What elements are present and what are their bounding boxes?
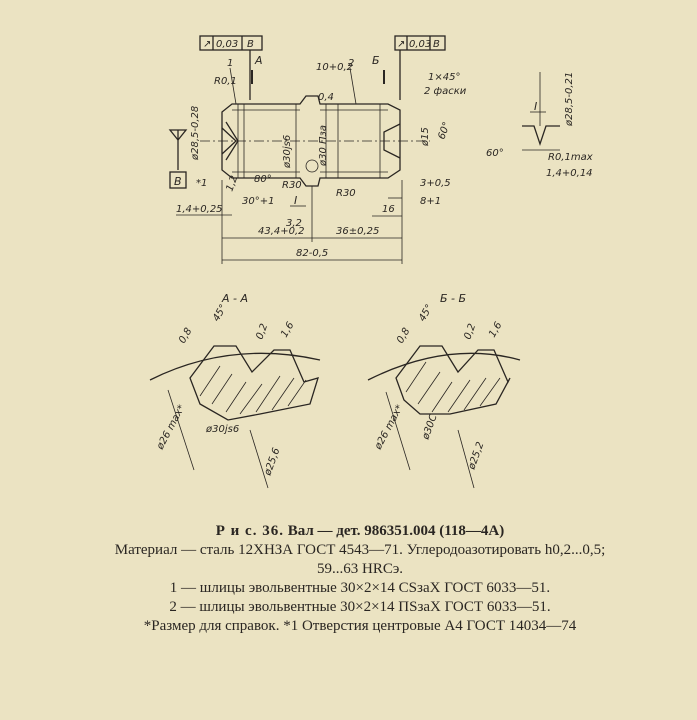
- section-aa: А - А 45° 0,8 0,2 1,6 ø26 max* ø30js6 ø2…: [149, 292, 321, 489]
- aa-d02: 0,2: [254, 322, 270, 341]
- bb-a45: 45°: [417, 303, 435, 324]
- aa-d08: 0,8: [177, 326, 194, 345]
- dim-8: 8+1: [420, 196, 441, 207]
- section-bb: Б - Б 45° 0,8 0,2 1,6 ø26 max* ø30C ø25,…: [367, 292, 521, 489]
- tol-value-2: 0,03: [409, 39, 431, 50]
- dim-1-4: 1,4+0,25: [176, 204, 223, 215]
- note-1: 1 — шлицы эвольвентные 30×2×14 CSзаX ГОС…: [169, 580, 551, 596]
- d30js6-label: ø30js6: [282, 135, 293, 169]
- tolerance-frame-1: ↗ 0,03 В: [199, 35, 263, 100]
- section-aa-title: А - А: [221, 292, 248, 305]
- r01-label: R0,1: [214, 76, 237, 87]
- aa-d30js6: ø30js6: [205, 424, 239, 435]
- detail-roman: I: [534, 100, 537, 113]
- tol-datum-1: В: [247, 39, 254, 50]
- bb-d16: 1,6: [487, 320, 504, 339]
- datum-label: В: [174, 175, 182, 188]
- note-2: 2 — шлицы эвольвентные 30×2×14 ПSзаX ГОС…: [169, 599, 551, 615]
- dim-43-4: 43,4+0,2: [258, 226, 305, 237]
- tol-value-1: 0,03: [216, 39, 238, 50]
- bb-d08: 0,8: [395, 326, 412, 345]
- bb-d02: 0,2: [462, 322, 478, 341]
- aa-d26max: ø26 max*: [154, 403, 187, 452]
- chamfer-label: 1×45°: [428, 72, 460, 83]
- material-line: Материал — сталь 12ХНЗА ГОСТ 4543—71. Уг…: [114, 542, 606, 558]
- a80-label: 80°: [254, 174, 272, 185]
- dim-3-2: 3,2: [286, 218, 302, 229]
- dim-36: 36±0,25: [336, 226, 379, 237]
- dim-82: 82-0,5: [296, 248, 328, 259]
- aa-d16: 1,6: [279, 320, 296, 339]
- detail-d28-5: ø28,5-0,21: [564, 72, 575, 127]
- detail-r01max: R0,1max: [548, 152, 593, 163]
- d04-label: 0,4: [318, 92, 334, 103]
- r30a-label: R30: [282, 180, 302, 191]
- two-chamfers-label: 2 фаски: [424, 86, 467, 97]
- section-bb-title: Б - Б: [440, 292, 466, 305]
- section-marker-b-top: Б: [372, 54, 380, 67]
- a60-label: 60°: [436, 121, 452, 141]
- d28-5-label: ø28,5-0,28: [190, 106, 201, 161]
- roman-i-label: I: [294, 194, 297, 207]
- dim-16: 16: [382, 204, 395, 215]
- figure-title: Вал — дет. 986351.004 (118—4А): [287, 523, 505, 539]
- figure-caption: Р и с. 36. Вал — дет. 986351.004 (118—4А…: [40, 522, 680, 636]
- r30b-label: R30: [336, 188, 356, 199]
- aa-d25-6: ø25,6: [262, 447, 282, 478]
- dim-3: 3+0,5: [420, 178, 451, 189]
- tol-datum-2: В: [433, 39, 440, 50]
- tol-sym-2: ↗: [397, 39, 405, 50]
- tolerance-frame-2: ↗ 0,03 В: [394, 35, 446, 100]
- bb-d26max: ø26 max*: [372, 403, 405, 452]
- figure-title-line: Р и с. 36. Вал — дет. 986351.004 (118—4А…: [40, 522, 680, 541]
- hardness-line: 59...63 HRCэ.: [316, 561, 404, 577]
- bb-d25-2: ø25,2: [466, 441, 486, 472]
- callout-1: 1: [227, 58, 233, 69]
- d30-label: ø30 Пза: [318, 125, 329, 167]
- shaft-main-view: ↗ 0,03 В ↗ 0,03 В А Б: [168, 35, 467, 264]
- footnote: *Размер для справок. *1 Отверстия центро…: [143, 618, 577, 634]
- bb-d30c: ø30C: [420, 413, 440, 442]
- section-marker-a-top: А: [254, 54, 263, 67]
- figure-label: Р и с. 36.: [215, 523, 284, 539]
- size10-label: 10+0,2: [316, 62, 353, 73]
- detail-view-i: I ø28,5-0,21 60° R0,1max 1,4+0,14: [486, 72, 593, 179]
- technical-drawing: ↗ 0,03 В ↗ 0,03 В А Б: [149, 35, 593, 489]
- detail-a60: 60°: [486, 148, 504, 159]
- detail-d1-4: 1,4+0,14: [546, 168, 593, 179]
- aa-a45: 45°: [211, 303, 229, 324]
- d15-label: ø15: [420, 127, 431, 147]
- a30-label: 30°+1: [242, 196, 274, 207]
- tol-sym-1: ↗: [203, 39, 211, 50]
- star1-label: *1: [196, 178, 207, 189]
- callout-2: 2: [348, 58, 354, 69]
- d1-2-label: 1,2: [224, 174, 240, 193]
